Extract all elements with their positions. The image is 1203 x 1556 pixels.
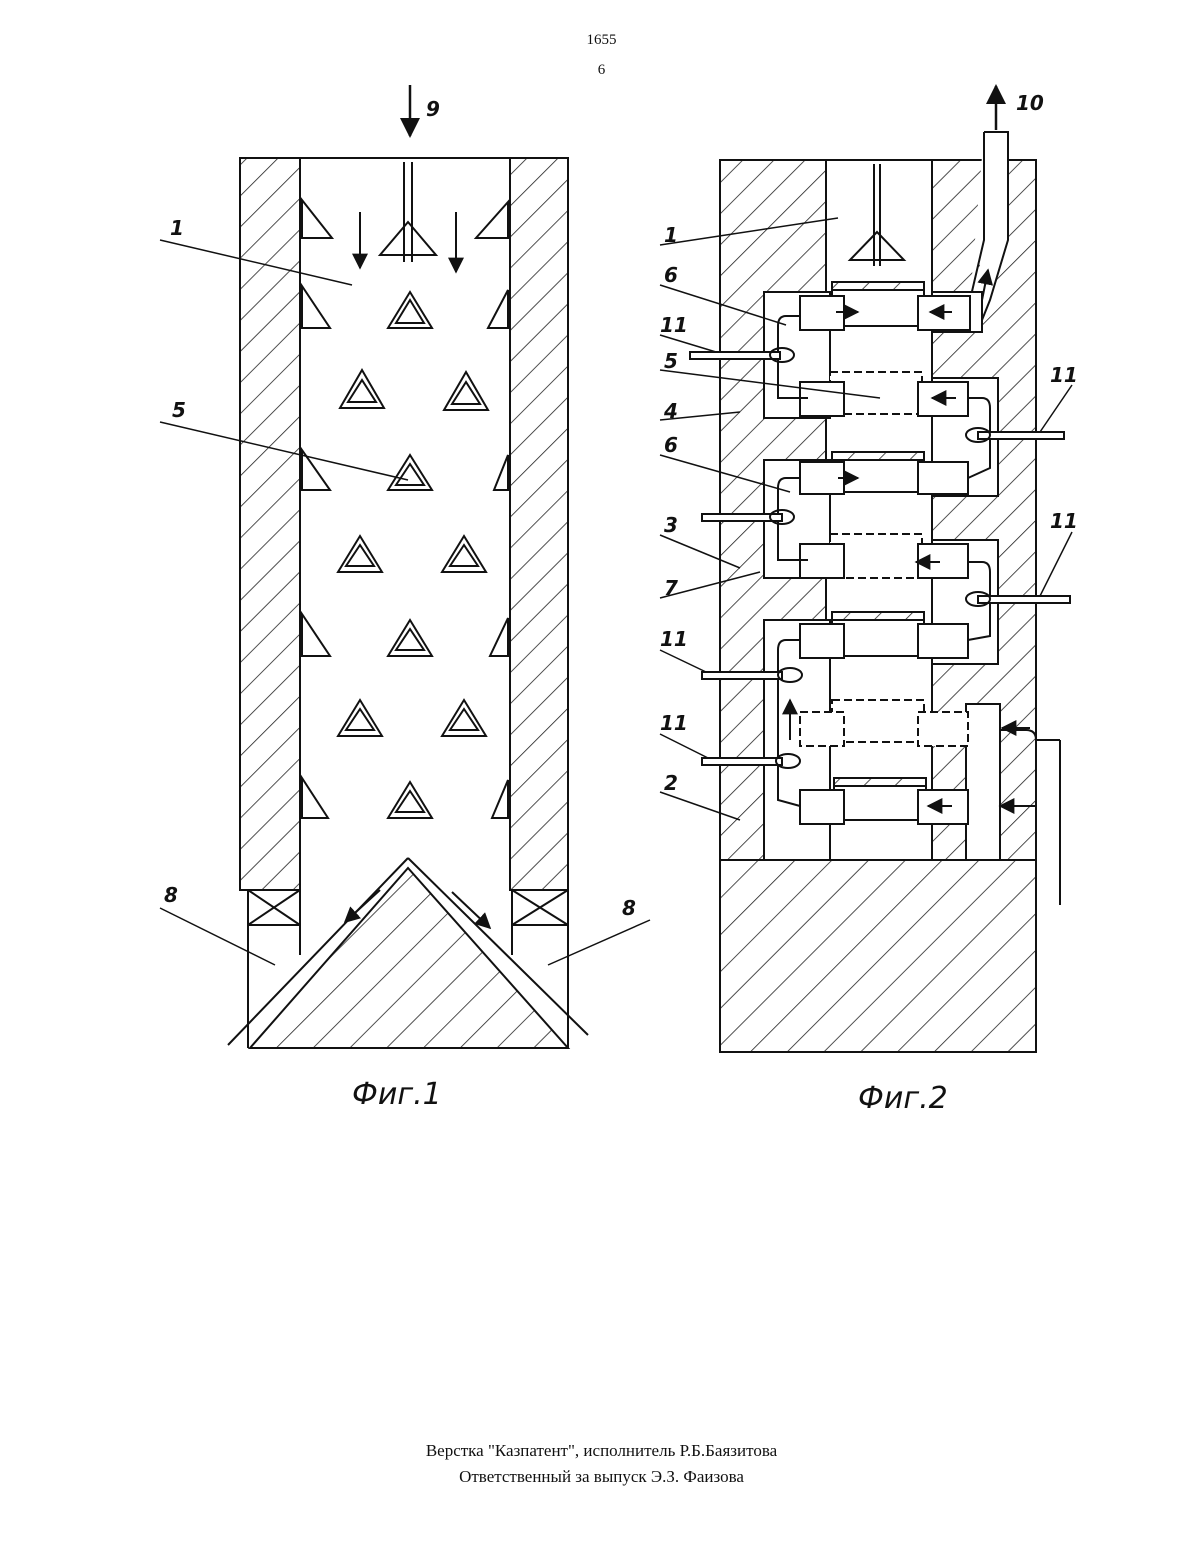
label-outlet: 10 — [1016, 91, 1044, 115]
label-5: 5 — [664, 349, 678, 373]
label-outlet-left: 8 — [164, 883, 178, 907]
label-11a: 11 — [660, 313, 688, 337]
label-2: 2 — [664, 771, 678, 795]
label-chamber: 1 — [170, 216, 184, 240]
baffle-elements — [302, 200, 508, 818]
label-6b: 6 — [664, 433, 678, 457]
label-11b: 11 — [1050, 363, 1078, 387]
label-element: 5 — [172, 398, 186, 422]
label-inlet: 9 — [426, 97, 440, 121]
footer-line-1: Верстка "Казпатент", исполнитель Р.Б.Бая… — [0, 1438, 1203, 1464]
label-11d: 11 — [660, 627, 688, 651]
figure-1-caption: Фиг.1 — [352, 1077, 442, 1112]
label-chamber-2: 1 — [664, 223, 678, 247]
figure-2-caption: Фиг.2 — [858, 1081, 948, 1116]
label-3: 3 — [664, 513, 678, 537]
figure-2 — [660, 86, 1072, 1052]
label-7: 7 — [664, 576, 678, 600]
label-11c: 11 — [1050, 509, 1078, 533]
right-wall — [510, 158, 568, 890]
base — [720, 860, 1036, 1052]
label-4: 4 — [663, 399, 678, 423]
left-wall — [240, 158, 300, 890]
label-11e: 11 — [660, 711, 688, 735]
footer-line-2: Ответственный за выпуск Э.З. Фаизова — [0, 1464, 1203, 1490]
label-6a: 6 — [664, 263, 678, 287]
figure-1 — [160, 85, 650, 1048]
label-outlet-right: 8 — [622, 896, 636, 920]
